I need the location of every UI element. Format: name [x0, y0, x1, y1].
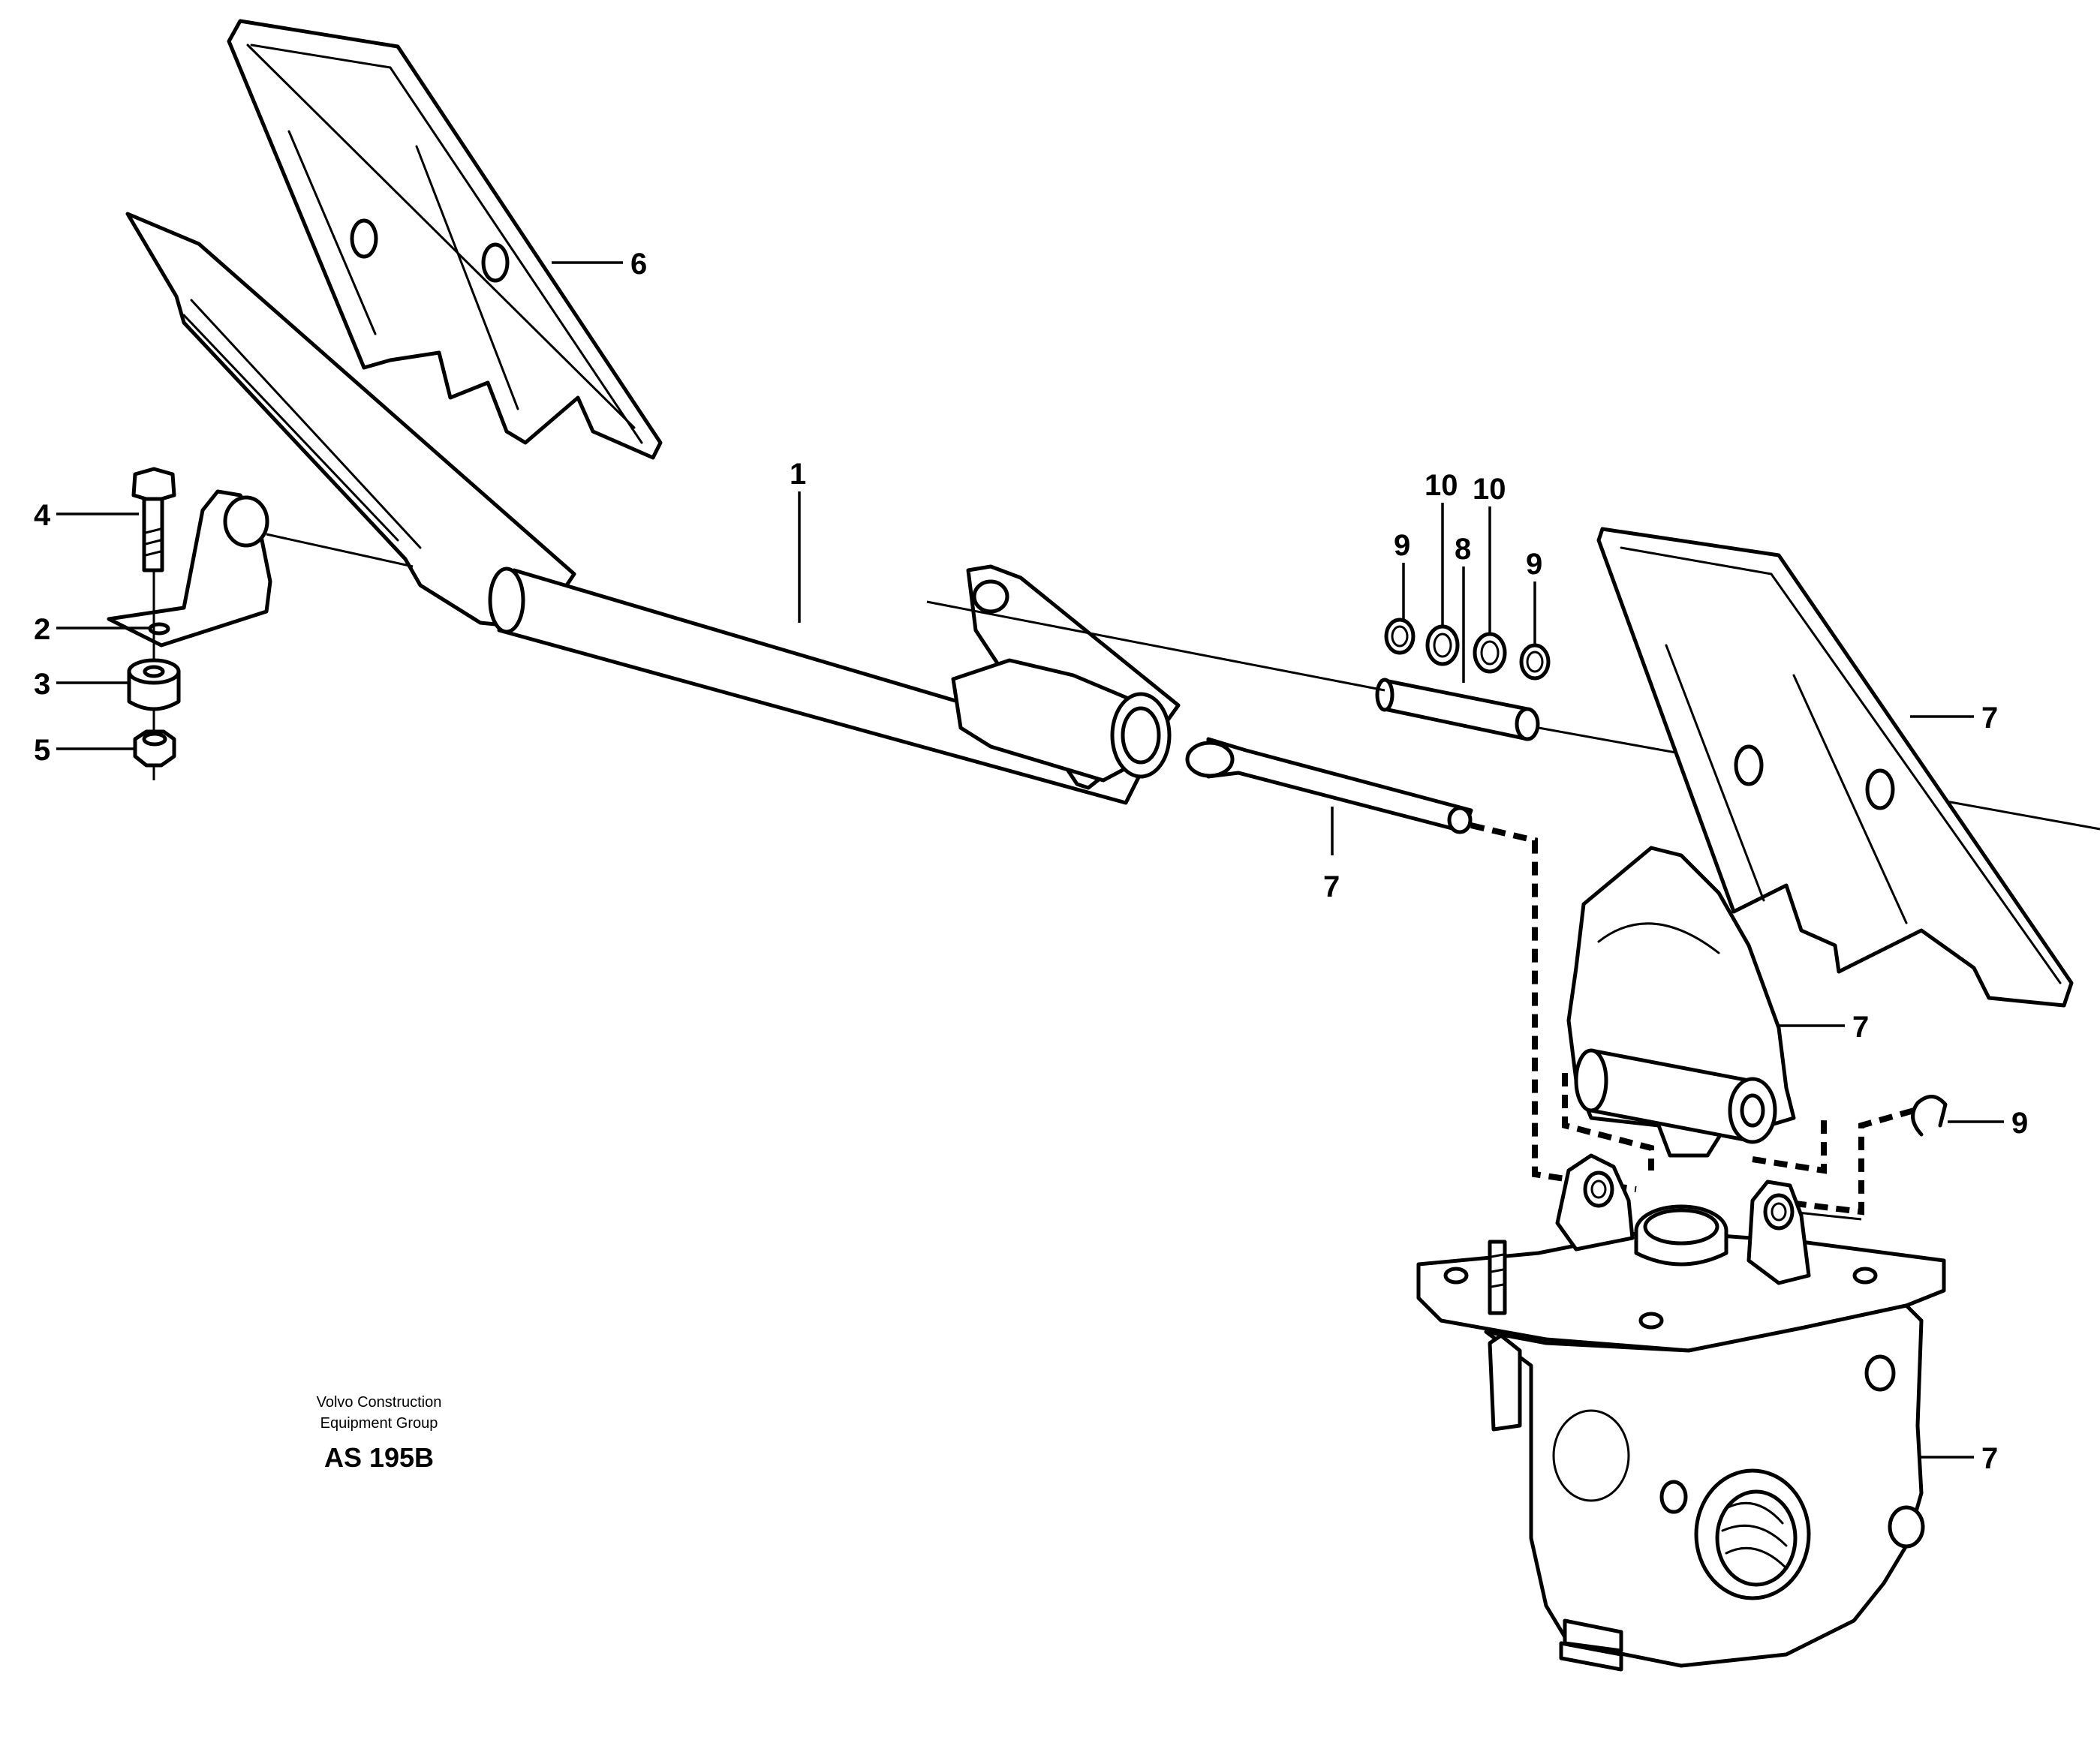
assembly-dashed-line-4 [1771, 1107, 1915, 1216]
spacer-3 [127, 658, 181, 711]
axis-line-left [266, 533, 414, 568]
pedal-arm-1 [125, 212, 1181, 805]
callout-label-4: 4 [34, 499, 51, 532]
bracket-2 [107, 489, 272, 648]
callout-label-8: 8 [1455, 533, 1471, 566]
washer-9-left [1384, 618, 1416, 655]
callout-10-right: 10 [1473, 473, 1506, 634]
callout-label-6: 6 [630, 248, 647, 281]
callout-10-left: 10 [1425, 469, 1458, 627]
pin-8 [1375, 678, 1540, 741]
pedal-pad-7 [1596, 527, 2074, 1008]
lever-casting-7 [1566, 846, 1796, 1158]
assembly-dashed-line-3 [1752, 1118, 1827, 1174]
callout-label-7-pin: 7 [1323, 870, 1340, 903]
credit-line-1: Volvo Construction [317, 1394, 442, 1411]
callout-9-left: 9 [1394, 529, 1410, 621]
callout-7-valve: 7 [1918, 1442, 1998, 1475]
callout-label-7-pedal: 7 [1981, 702, 1998, 735]
callout-label-9-left: 9 [1394, 529, 1410, 562]
nut-5 [133, 729, 176, 768]
callout-label-1: 1 [790, 458, 806, 491]
callout-label-7-lever: 7 [1852, 1011, 1869, 1044]
callout-label-2: 2 [34, 613, 50, 646]
callout-2: 2 [34, 613, 150, 646]
callout-7-pedal: 7 [1910, 702, 1998, 735]
washer-10-right [1473, 632, 1507, 674]
callout-label-5: 5 [34, 734, 50, 767]
callout-9-right: 9 [1526, 548, 1542, 647]
callout-8: 8 [1455, 533, 1471, 683]
callout-3: 3 [34, 668, 129, 701]
callout-9-clip: 9 [1948, 1107, 2028, 1140]
assembly-dashed-line-1 [1470, 822, 1637, 1192]
pedal-pad-6 [227, 19, 663, 460]
callout-label-7-valve: 7 [1981, 1442, 1998, 1475]
axis-line-upper [926, 600, 1385, 692]
drawing-code: AS 195B [324, 1442, 434, 1473]
callout-label-9-right: 9 [1526, 548, 1542, 581]
washer-9-right [1519, 643, 1551, 681]
callout-label-3: 3 [34, 668, 50, 701]
pin-7 [1185, 737, 1473, 834]
callout-7-pin: 7 [1323, 807, 1340, 903]
callout-label-9-clip: 9 [2011, 1107, 2028, 1140]
assembly-dashed-line-2 [1562, 1073, 1654, 1171]
credit-line-2: Equipment Group [320, 1415, 438, 1432]
callout-4: 4 [34, 499, 139, 532]
callout-1: 1 [790, 458, 806, 623]
callout-label-10-right: 10 [1473, 473, 1506, 506]
callout-7-lever: 7 [1779, 1011, 1869, 1044]
circlip-9 [1911, 1095, 1948, 1137]
callout-label-10-left: 10 [1425, 469, 1458, 502]
washer-10-left [1425, 624, 1460, 666]
callout-5: 5 [34, 734, 135, 767]
brake-valve-7 [1416, 1153, 1946, 1672]
callout-6: 6 [552, 248, 647, 281]
